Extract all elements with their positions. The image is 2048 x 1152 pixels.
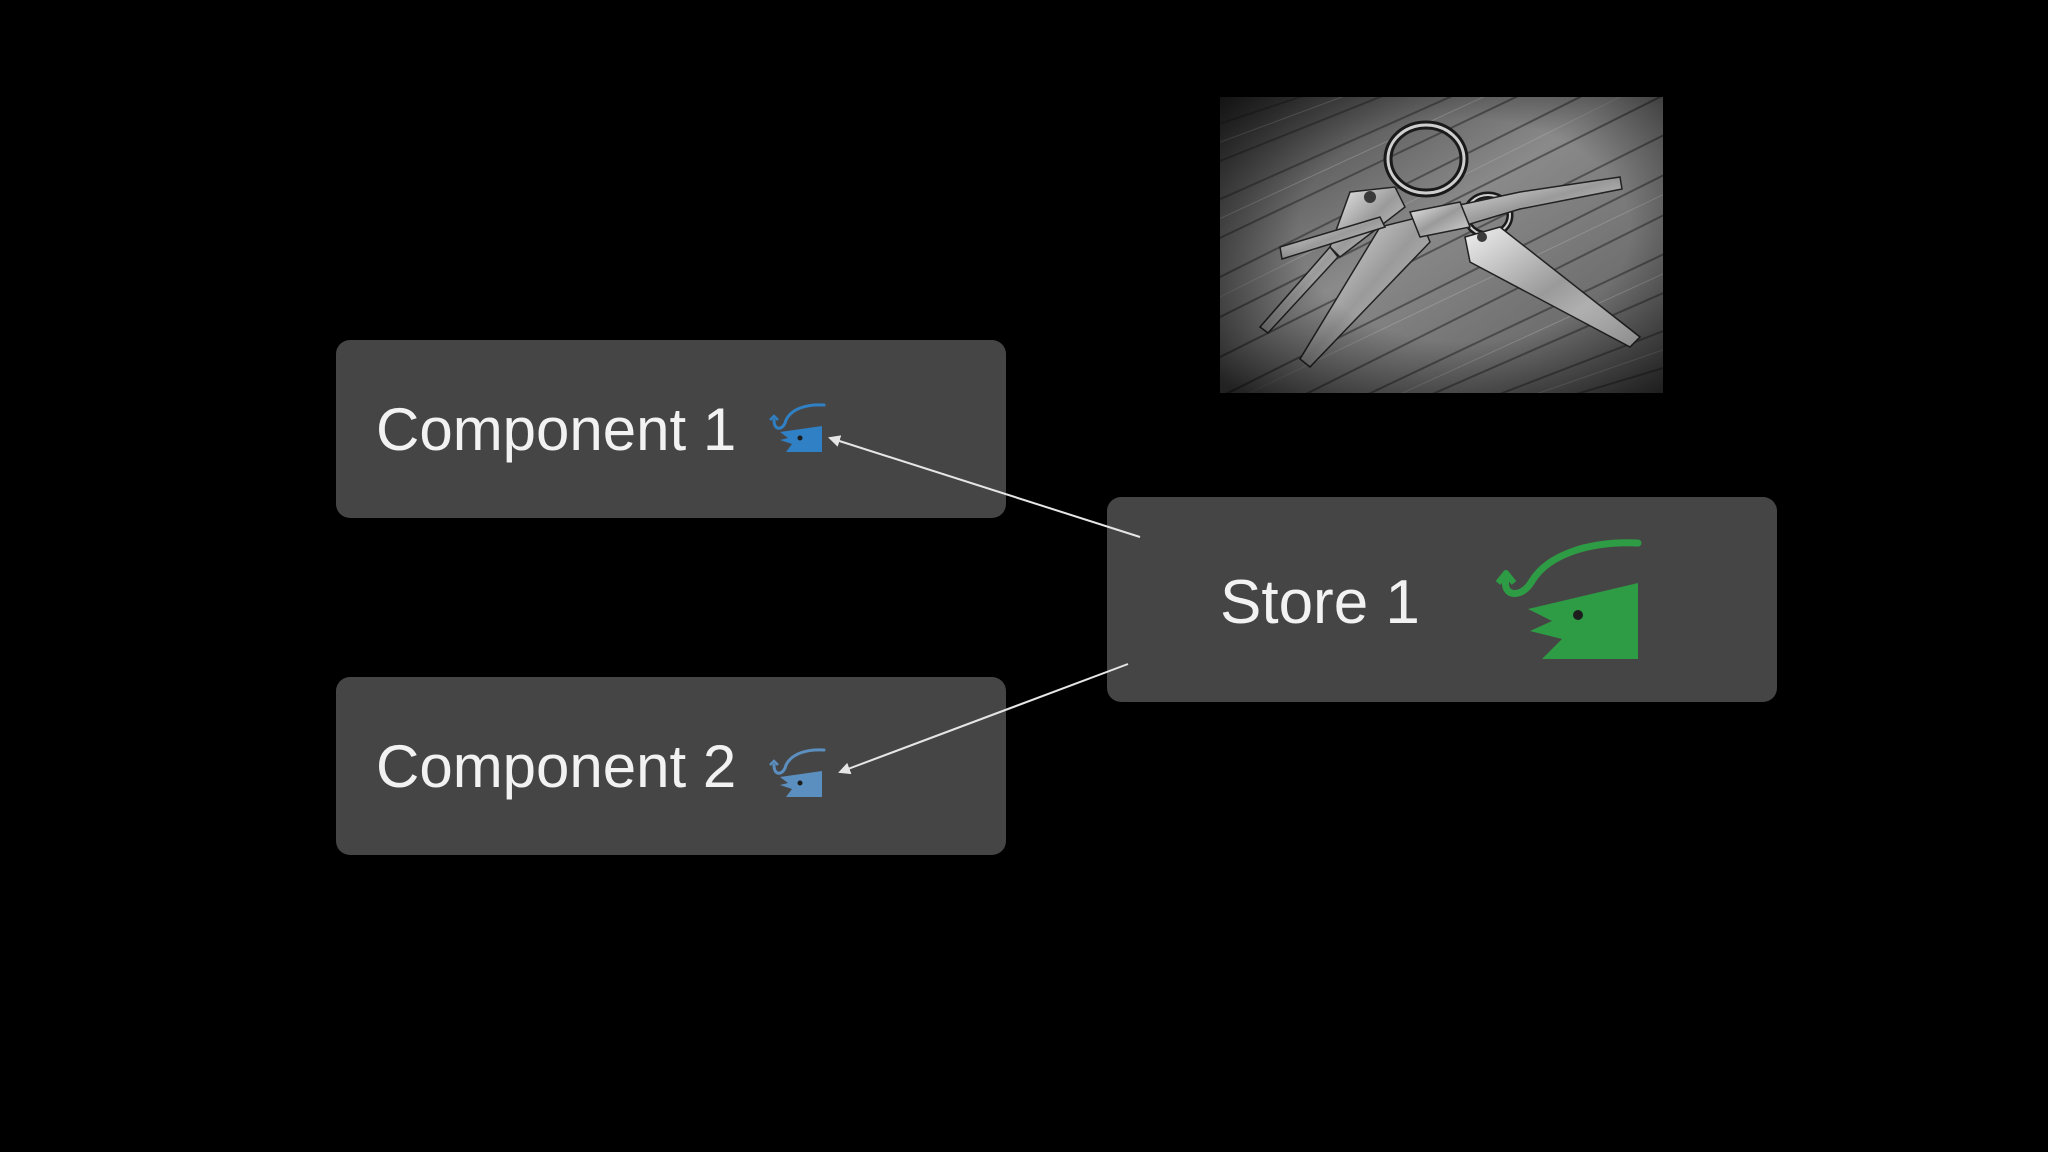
fish-hook-icon (764, 402, 828, 462)
component-1-box: Component 1 (336, 340, 1006, 518)
component-1-label: Component 1 (376, 396, 737, 463)
component-2-label: Component 2 (376, 733, 737, 800)
fish-hook-icon (764, 747, 828, 807)
store-1-label: Store 1 (1220, 568, 1420, 637)
keys-photo (1220, 97, 1663, 393)
store-1-box: Store 1 (1107, 497, 1777, 702)
component-2-box: Component 2 (336, 677, 1006, 855)
fish-hook-icon (1492, 535, 1644, 665)
